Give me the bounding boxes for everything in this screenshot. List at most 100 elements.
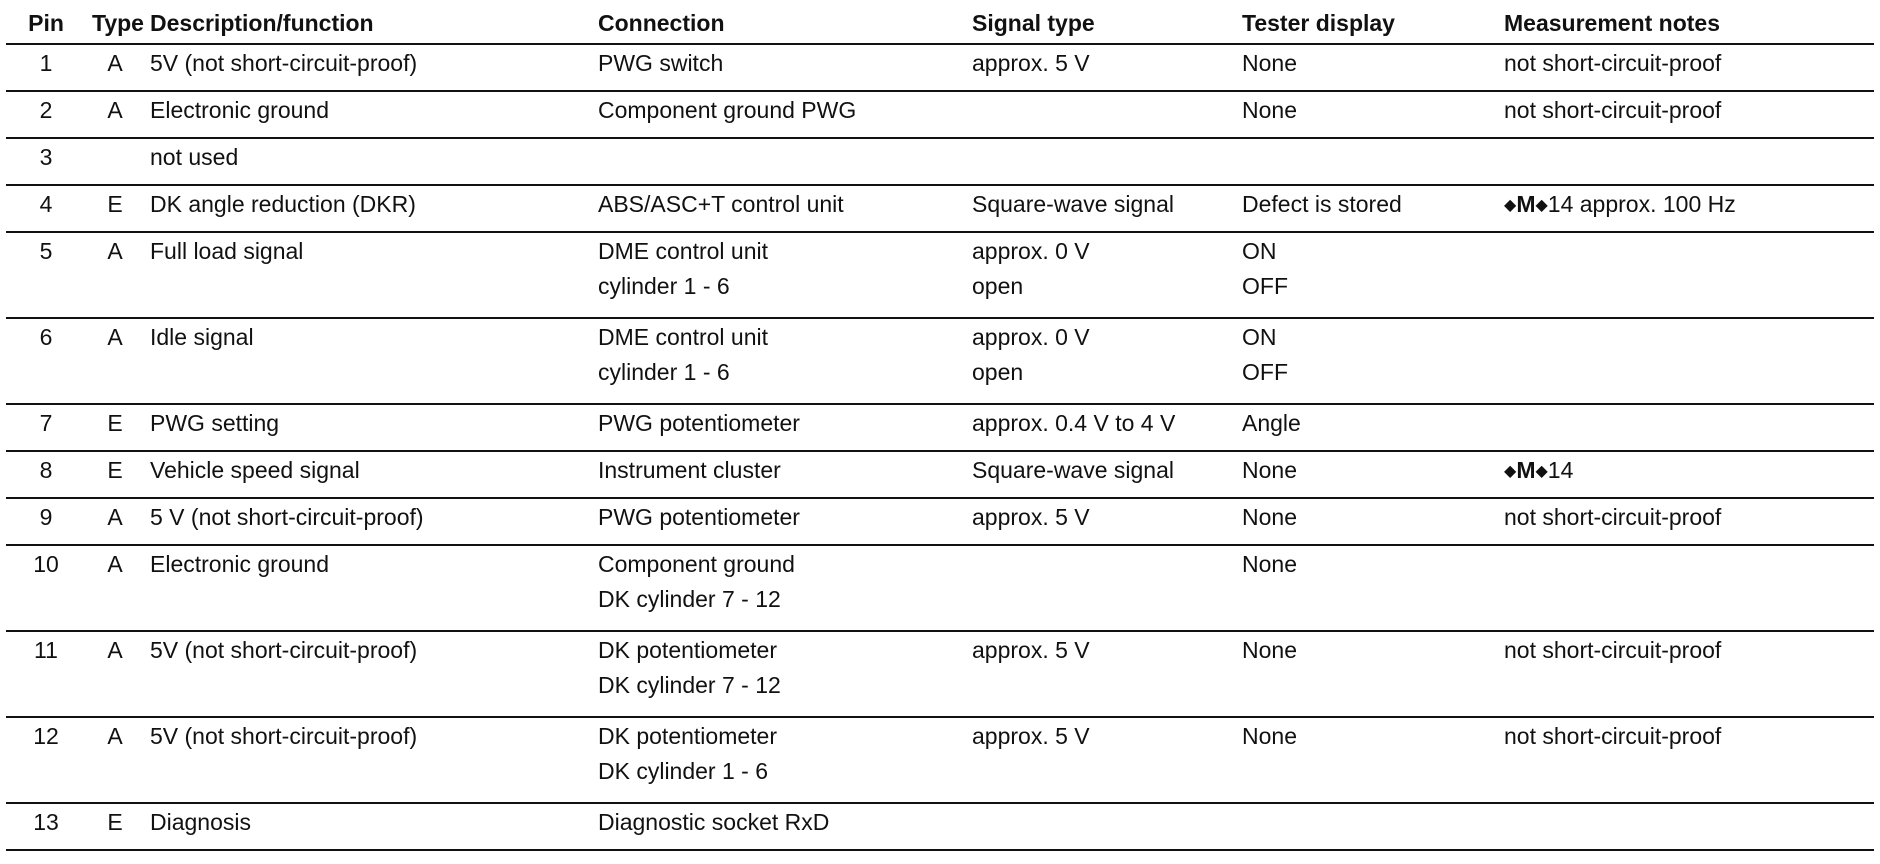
- measurement-notes-cell: [1498, 404, 1874, 452]
- header-type: Type: [86, 6, 144, 45]
- pin-cell: 5: [6, 232, 86, 319]
- tester-display-cell-line: ON: [1242, 324, 1277, 350]
- measurement-notes-cell: [1498, 545, 1874, 632]
- pin-assignment-table: Pin Type Description/function Connection…: [6, 6, 1874, 851]
- measurement-notes-cell: ◆M◆14: [1498, 451, 1874, 499]
- tester-display-cell-line: None: [1242, 504, 1297, 530]
- measurement-notes-cell: [1498, 803, 1874, 851]
- type-cell: A: [86, 44, 144, 92]
- type-code: A: [107, 324, 123, 350]
- connection-cell: PWG potentiometer: [592, 498, 966, 546]
- description-text: Electronic ground: [150, 551, 329, 577]
- header-tester-display: Tester display: [1236, 6, 1498, 45]
- signal-type-cell: approx. 0.4 V to 4 V: [966, 404, 1236, 452]
- measurement-notes-cell: [1498, 232, 1874, 319]
- tester-display-cell-line: OFF: [1242, 273, 1288, 299]
- connection-cell-line: DK potentiometer: [598, 637, 777, 663]
- type-cell: E: [86, 451, 144, 499]
- tester-display-cell: None: [1236, 498, 1498, 546]
- type-code: A: [107, 50, 123, 76]
- measurement-notes-text: 14 approx. 100 Hz: [1547, 191, 1736, 217]
- tester-display-cell: [1236, 138, 1498, 186]
- connection-cell: ABS/ASC+T control unit: [592, 185, 966, 233]
- type-code: E: [107, 809, 123, 835]
- pin-number: 1: [39, 50, 53, 76]
- description-cell: Electronic ground: [144, 91, 592, 139]
- type-code: A: [107, 551, 123, 577]
- tester-display-cell-line: None: [1242, 551, 1297, 577]
- signal-type-cell-line: approx. 5 V: [972, 637, 1090, 663]
- description-text: Electronic ground: [150, 97, 329, 123]
- signal-type-cell: approx. 5 V: [966, 498, 1236, 546]
- signal-type-cell: Square-wave signal: [966, 451, 1236, 499]
- header-connection: Connection: [592, 6, 966, 45]
- connection-cell: PWG potentiometer: [592, 404, 966, 452]
- pin-number: 2: [39, 97, 53, 123]
- measurement-notes-text: not short-circuit-proof: [1504, 97, 1722, 123]
- connection-cell: Diagnostic socket RxD: [592, 803, 966, 851]
- type-code: A: [107, 637, 123, 663]
- description-text: 5V (not short-circuit-proof): [150, 637, 418, 663]
- signal-type-cell: [966, 91, 1236, 139]
- description-text: 5V (not short-circuit-proof): [150, 50, 418, 76]
- connection-cell-line: DK cylinder 7 - 12: [598, 586, 781, 612]
- signal-type-cell-line: approx. 5 V: [972, 50, 1090, 76]
- pin-number: 12: [33, 723, 59, 749]
- type-code: E: [107, 457, 123, 483]
- signal-type-cell-line: [972, 97, 1230, 132]
- signal-type-cell: approx. 5 V: [966, 631, 1236, 718]
- signal-type-cell: [966, 803, 1236, 851]
- pin-cell: 9: [6, 498, 86, 546]
- signal-type-cell-line: approx. 5 V: [972, 504, 1090, 530]
- type-cell: [86, 138, 144, 186]
- measurement-notes-cell: not short-circuit-proof: [1498, 498, 1874, 546]
- connection-cell: Component ground PWG: [592, 91, 966, 139]
- connection-cell-line: cylinder 1 - 6: [598, 273, 730, 299]
- pin-number: 6: [39, 324, 53, 350]
- tester-display-cell-line: [1242, 809, 1492, 844]
- description-text: Vehicle speed signal: [150, 457, 360, 483]
- tester-display-cell-line: Angle: [1242, 410, 1301, 436]
- measurement-notes-cell: not short-circuit-proof: [1498, 631, 1874, 718]
- table-header-row: Pin Type Description/function Connection…: [6, 6, 1874, 45]
- tester-display-cell: None: [1236, 91, 1498, 139]
- connection-cell-line: cylinder 1 - 6: [598, 359, 730, 385]
- connection-cell-line: Component ground PWG: [598, 97, 857, 123]
- pin-cell: 12: [6, 717, 86, 804]
- pin-cell: 6: [6, 318, 86, 405]
- signal-type-cell-line: approx. 0.4 V to 4 V: [972, 410, 1176, 436]
- signal-type-cell-line: approx. 0 V: [972, 238, 1090, 264]
- pin-cell: 2: [6, 91, 86, 139]
- connection-cell-line: DK potentiometer: [598, 723, 777, 749]
- signal-type-cell: approx. 5 V: [966, 717, 1236, 804]
- pin-number: 4: [39, 191, 53, 217]
- tester-display-cell: [1236, 803, 1498, 851]
- connection-cell: Instrument cluster: [592, 451, 966, 499]
- measurement-notes-cell: not short-circuit-proof: [1498, 717, 1874, 804]
- pin-number: 9: [39, 504, 53, 530]
- pin-number: 13: [33, 809, 59, 835]
- pin-cell: 3: [6, 138, 86, 186]
- tester-display-cell-line: None: [1242, 723, 1297, 749]
- type-cell: E: [86, 404, 144, 452]
- header-signal-type: Signal type: [966, 6, 1236, 45]
- measurement-notes-text: 14: [1547, 457, 1574, 483]
- measurement-notes-text: not short-circuit-proof: [1504, 504, 1722, 530]
- type-cell: E: [86, 803, 144, 851]
- pin-number: 10: [33, 551, 59, 577]
- signal-type-cell-line: [972, 144, 1230, 179]
